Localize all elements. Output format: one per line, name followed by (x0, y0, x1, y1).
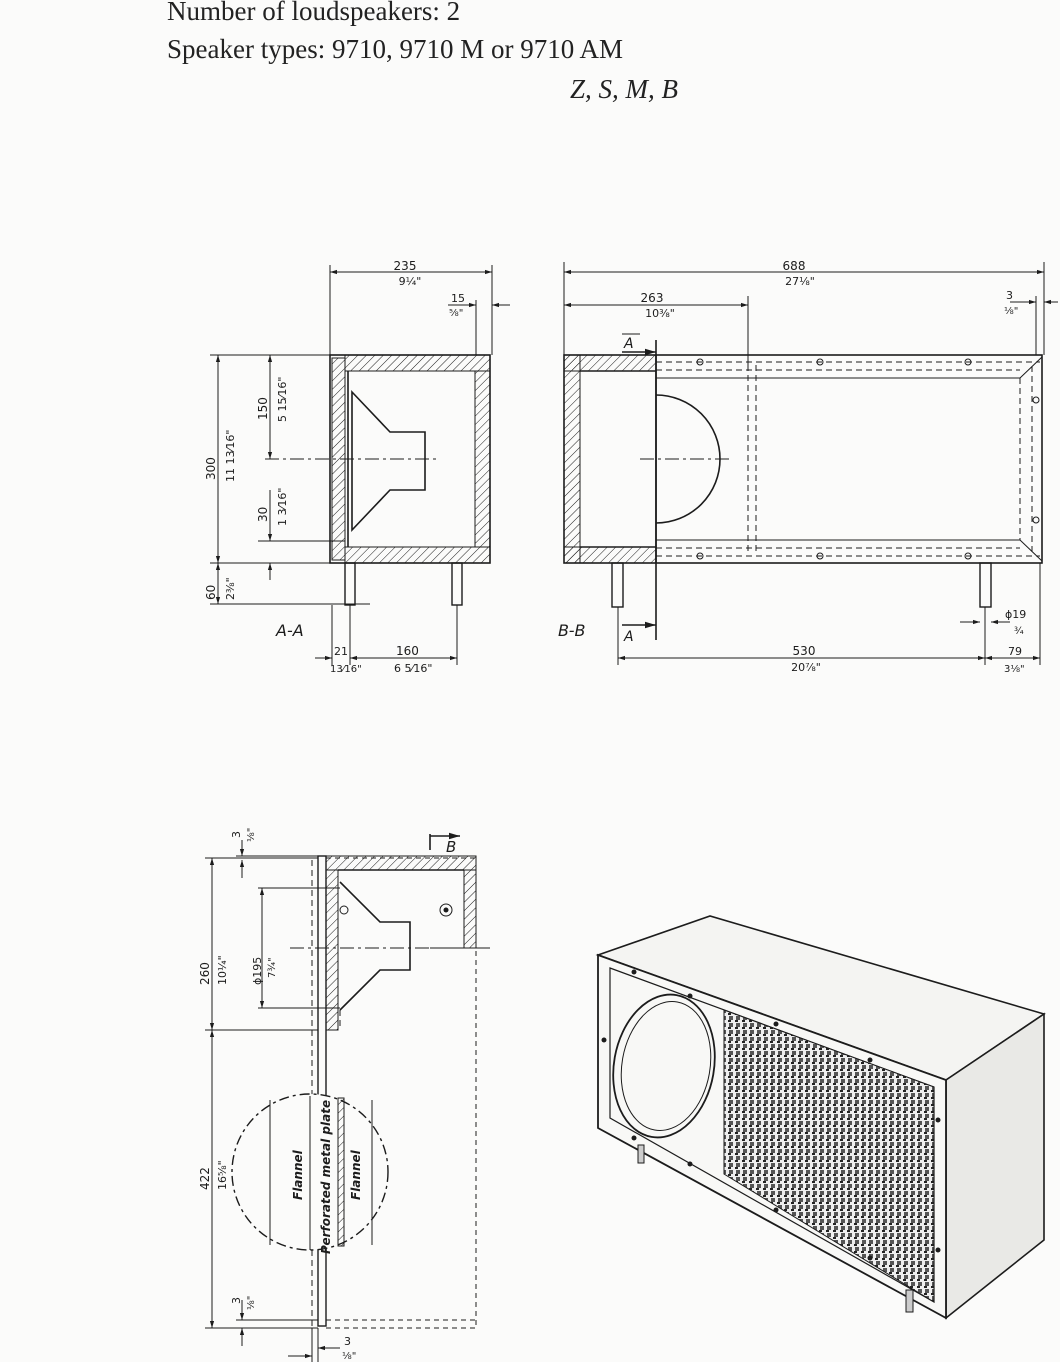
dim-aa-bottom: 30 (256, 507, 270, 522)
marker-a-bottom: A (623, 629, 634, 645)
dim-bb-legdia-in: ¾ (1014, 626, 1024, 637)
dim-aa-bottom-in: 1 3⁄16" (276, 488, 289, 526)
detail-label-flannel-left: Flannel (291, 1149, 305, 1200)
dim-front-lower: 422 (198, 1167, 212, 1190)
title-line-impedance-codes: Z, S, M, B (570, 74, 678, 104)
dim-bb-gap: 3 (1006, 289, 1013, 302)
dim-aa-leg-in: 2⅜" (224, 577, 237, 600)
dim-front-dia: ϕ195 (251, 957, 264, 985)
marker-b: B (446, 838, 456, 856)
title-line-speaker-types: Speaker types: 9710, 9710 M or 9710 AM (167, 34, 623, 64)
dim-front-upper-in: 10¼" (216, 955, 229, 985)
section-aa-label: A-A (275, 621, 304, 640)
dim-aa-wall: 15 (451, 292, 465, 305)
section-aa: 235 9¼" 15 ⅝" 300 11 13⁄16" 150 5 15⁄16"… (204, 259, 510, 675)
dim-front-side-gap: 3 (344, 1335, 351, 1348)
dim-bb-legoff: 79 (1008, 645, 1022, 658)
marker-a-top: A (623, 336, 634, 352)
dim-front-lower-in: 16⅝" (216, 1160, 229, 1190)
dim-aa-leg: 60 (204, 585, 218, 600)
dim-bb-length: 688 (783, 259, 806, 273)
dim-aa-center: 150 (256, 397, 270, 420)
dim-bb-legspan-in: 20⅞" (791, 661, 821, 674)
cabinet-perspective-illustration (595, 915, 1046, 1320)
detail-label-perforated-plate: Perforated metal plate (319, 1100, 333, 1254)
dim-aa-height-in: 11 13⁄16" (224, 430, 237, 482)
dim-aa-width: 235 (394, 259, 417, 273)
dim-aa-front-in: 13⁄16" (330, 664, 362, 675)
detail-label-flannel-right: Flannel (349, 1149, 363, 1200)
dim-front-dia-in: 7¾" (267, 957, 278, 978)
speaker-opening (612, 993, 716, 1139)
dim-bb-legoff-in: 3⅛" (1004, 664, 1025, 675)
dim-front-upper: 260 (198, 962, 212, 985)
dim-front-bot-gap-in: ⅛" (246, 1296, 257, 1310)
section-bb: 688 27⅛" 263 10⅜" 3 ⅛" A A 530 20⅞" 79 3… (558, 259, 1058, 675)
dim-aa-width-in: 9¼" (399, 275, 422, 288)
dim-aa-front: 21 (334, 645, 348, 658)
section-bb-label: B-B (558, 621, 585, 640)
dim-front-side-gap-in: ⅛" (342, 1351, 356, 1362)
dim-bb-legdia: ϕ19 (1005, 608, 1026, 621)
dim-aa-wall-in: ⅝" (449, 308, 463, 319)
dim-bb-gap-in: ⅛" (1004, 306, 1018, 317)
section-front: B Flannel Perforated metal plate Flannel… (198, 828, 490, 1362)
dim-bb-legspan: 530 (793, 644, 816, 658)
title-line-loudspeakers: Number of loudspeakers: 2 (167, 0, 461, 26)
dim-front-top-gap: 3 (230, 831, 243, 838)
dim-bb-length-in: 27⅛" (785, 275, 815, 288)
dim-aa-center-in: 5 15⁄16" (276, 377, 289, 422)
dim-bb-opening-in: 10⅜" (645, 307, 675, 320)
dim-aa-legpos-in: 6 5⁄16" (394, 662, 432, 675)
dim-front-bot-gap: 3 (230, 1297, 243, 1304)
dim-bb-opening: 263 (641, 291, 664, 305)
dim-front-top-gap-in: ⅛" (246, 828, 257, 842)
dim-aa-height: 300 (204, 457, 218, 480)
dim-aa-legpos: 160 (396, 644, 419, 658)
grille-mesh (723, 1009, 935, 1303)
